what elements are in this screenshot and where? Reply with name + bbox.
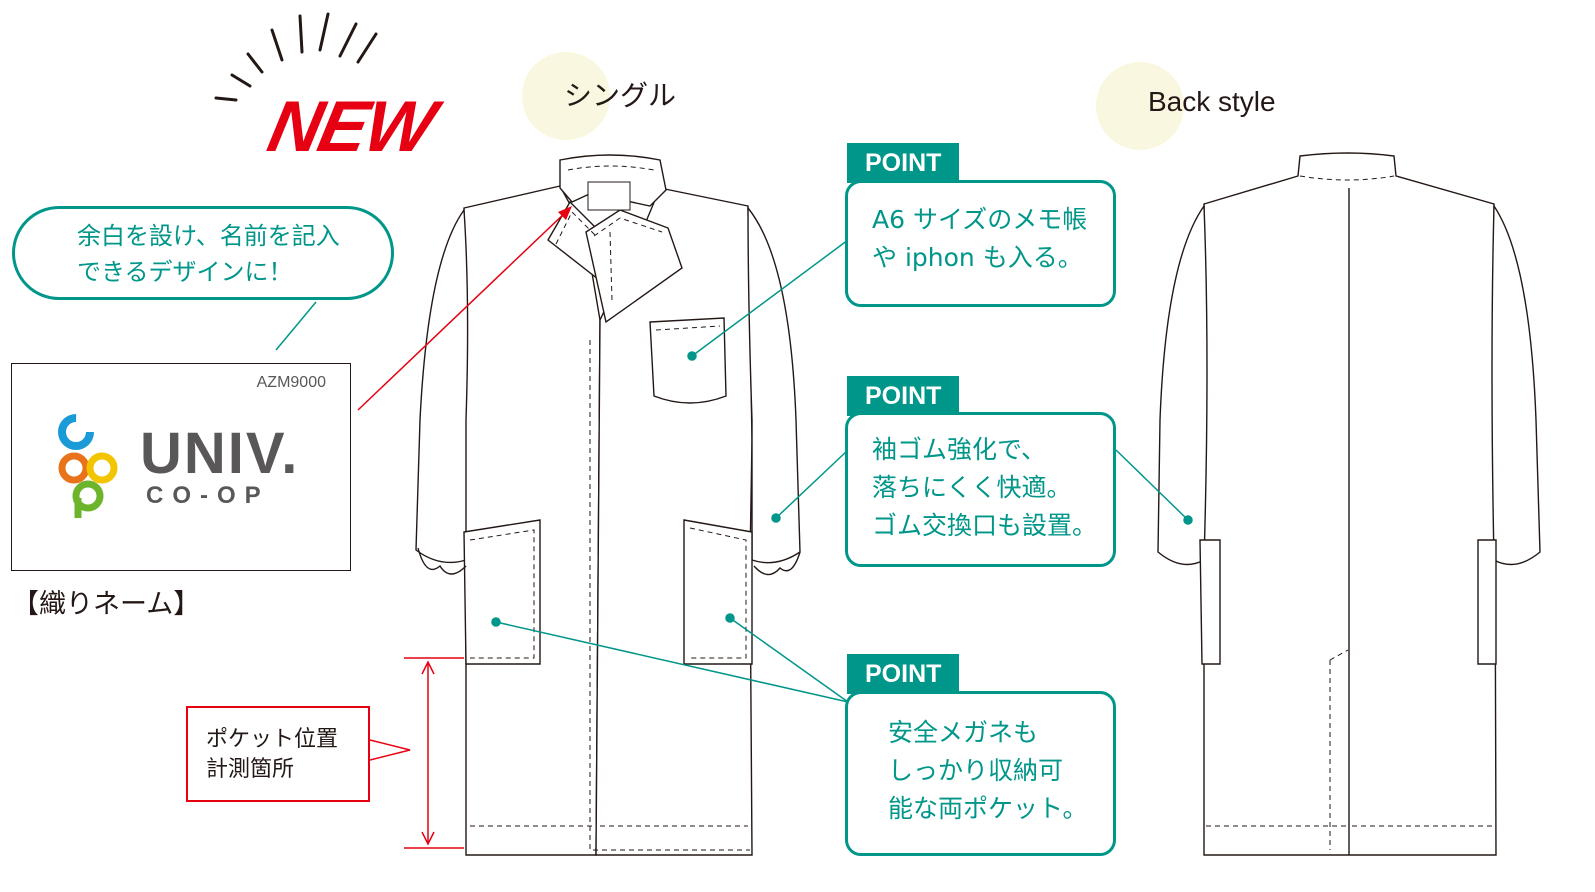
point-2-line-2: 落ちにくく快適。 bbox=[872, 473, 1072, 502]
point-2-line-3: ゴム交換口も設置。 bbox=[872, 511, 1098, 540]
pocket-measure-label: ポケット位置 計測箇所 bbox=[186, 706, 370, 802]
back-coat bbox=[1157, 152, 1541, 856]
front-coat bbox=[415, 154, 801, 856]
pocket-measure-line-1: ポケット位置 bbox=[206, 727, 339, 752]
point-2-line-1: 袖ゴム強化で、 bbox=[872, 435, 1047, 464]
point-1-line-1: A6 サイズのメモ帳 bbox=[872, 205, 1088, 234]
point-tag-1: POINT bbox=[847, 143, 960, 183]
point-box-sleeve-elastic: 袖ゴム強化で、 落ちにくく快適。 ゴム交換口も設置。 bbox=[845, 412, 1116, 567]
pocket-measure-line-2: 計測箇所 bbox=[206, 757, 295, 782]
point-leader-lines bbox=[275, 239, 1193, 703]
logo-sub-text: CO-OP bbox=[146, 482, 270, 509]
new-burst-lines bbox=[214, 12, 378, 102]
point-3-line-1: 安全メガネも bbox=[888, 718, 1039, 747]
name-tag-leader-line bbox=[357, 209, 569, 411]
collar-name-tag bbox=[587, 181, 631, 211]
name-tag-card: AZM9000 UNIV. CO-OP bbox=[11, 363, 351, 571]
name-tag-caption: 【織りネーム】 bbox=[12, 589, 201, 620]
title-highlight-circle-front bbox=[522, 52, 610, 140]
new-badge: NEW bbox=[261, 87, 441, 167]
model-code: AZM9000 bbox=[256, 374, 326, 391]
back-view-title: Back style bbox=[1148, 86, 1276, 117]
point-1-line-2: や iphon も入る。 bbox=[872, 243, 1083, 272]
name-tag-speech-bubble: 余白を設け、名前を記入 できるデザインに！ bbox=[12, 206, 394, 300]
title-highlight-circle-back bbox=[1096, 62, 1184, 150]
point-box-chest-pocket: A6 サイズのメモ帳 や iphon も入る。 bbox=[845, 180, 1116, 307]
front-view-title: シングル bbox=[564, 79, 677, 112]
logo-main-text: UNIV. bbox=[140, 421, 300, 486]
point-box-lower-pockets: 安全メガネも しっかり収納可 能な両ポケット。 bbox=[845, 691, 1116, 856]
point-tag-3: POINT bbox=[847, 654, 960, 694]
point-3-line-3: 能な両ポケット。 bbox=[888, 794, 1088, 823]
pocket-measure-lines bbox=[369, 657, 464, 849]
back-coat-stitching bbox=[1206, 175, 1492, 850]
speech-line-1: 余白を設け、名前を記入 bbox=[77, 222, 340, 250]
point-tag-2: POINT bbox=[847, 376, 960, 416]
coop-rings-logo bbox=[58, 414, 118, 518]
front-coat-stitching bbox=[469, 165, 750, 851]
speech-line-2: できるデザインに！ bbox=[77, 258, 293, 286]
point-3-line-2: しっかり収納可 bbox=[888, 756, 1064, 785]
